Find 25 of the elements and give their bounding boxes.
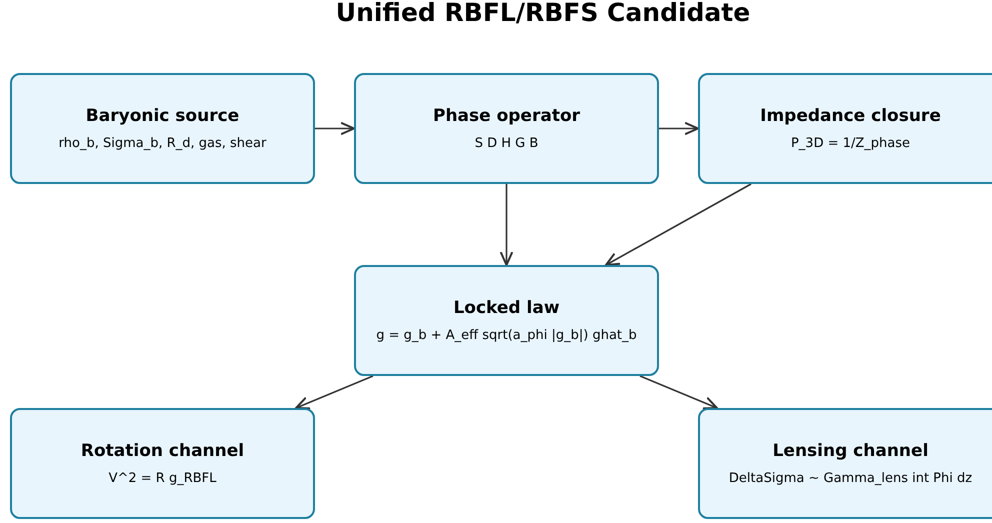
process-box [354,265,659,376]
box-heading: Locked law [453,298,560,318]
box-heading: Rotation channel [80,441,244,461]
process-box [698,408,992,519]
formula-text: V^2 = R g_RBFL [108,471,216,486]
box-heading: Baryonic source [86,106,240,126]
process-box [10,408,315,519]
formula-text: P_3D = 1/Z_phase [790,136,910,151]
box-heading: Phase operator [432,106,580,126]
process-box [698,73,992,184]
process-box [10,73,315,184]
box-heading: Impedance closure [760,106,941,126]
formula-text: S D H G B [474,136,538,151]
formula-text: rho_b, Sigma_b, R_d, gas, shear [58,136,266,151]
arrow [640,375,718,410]
process-box [354,73,659,184]
arrow [604,183,752,266]
arrow [315,122,355,136]
formula-text: g = g_b + A_eff sqrt(a_phi |g_b|) ghat_b [376,328,637,343]
arrow [659,122,699,136]
diagram-title: Unified RBFL/RBFS Candidate [334,0,752,27]
formula-text: DeltaSigma ~ Gamma_lens int Phi dz [728,471,972,486]
box-heading: Lensing channel [772,441,928,461]
arrow [295,375,374,410]
arrow [500,184,514,266]
